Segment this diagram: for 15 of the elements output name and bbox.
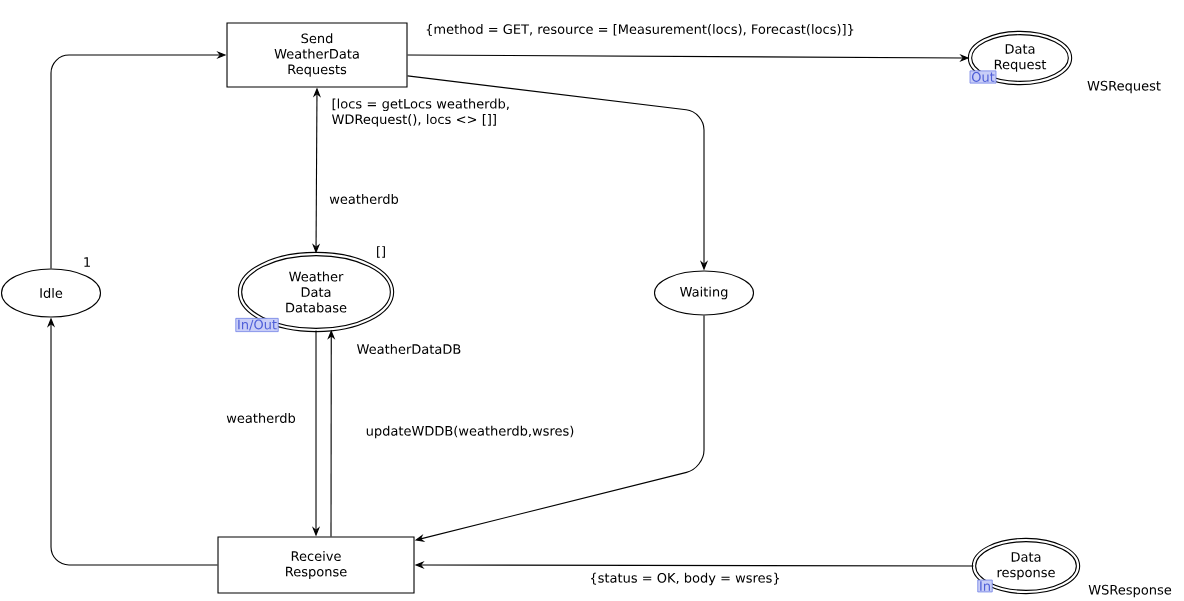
port-tag: In	[977, 579, 993, 593]
transition-box: Send WeatherData Requests	[226, 22, 408, 88]
edge-label: weatherdb	[327, 192, 401, 206]
edge-label: {status = OK, body = wsres}	[587, 571, 783, 587]
annotation-text: WeatherDataDB	[357, 343, 461, 355]
guard-text: [locs = getLocs weatherdb, WDRequest(), locs <> []]	[332, 98, 509, 127]
annotation-text: WSResponse	[1088, 584, 1172, 598]
transition-box: Receive Response	[217, 536, 415, 594]
edge-label: updateWDDB(weatherdb,wsres)	[364, 424, 576, 440]
edge-label: {method = GET, resource = [Measurement(locs), Forecast(locs)]}	[423, 22, 857, 38]
port-tag: In/Out	[235, 317, 279, 332]
port-tag: Out	[969, 70, 997, 84]
annotation-text: 1	[84, 257, 90, 267]
edge-label: weatherdb	[224, 411, 298, 425]
annotation-text: WSRequest	[1087, 80, 1161, 94]
